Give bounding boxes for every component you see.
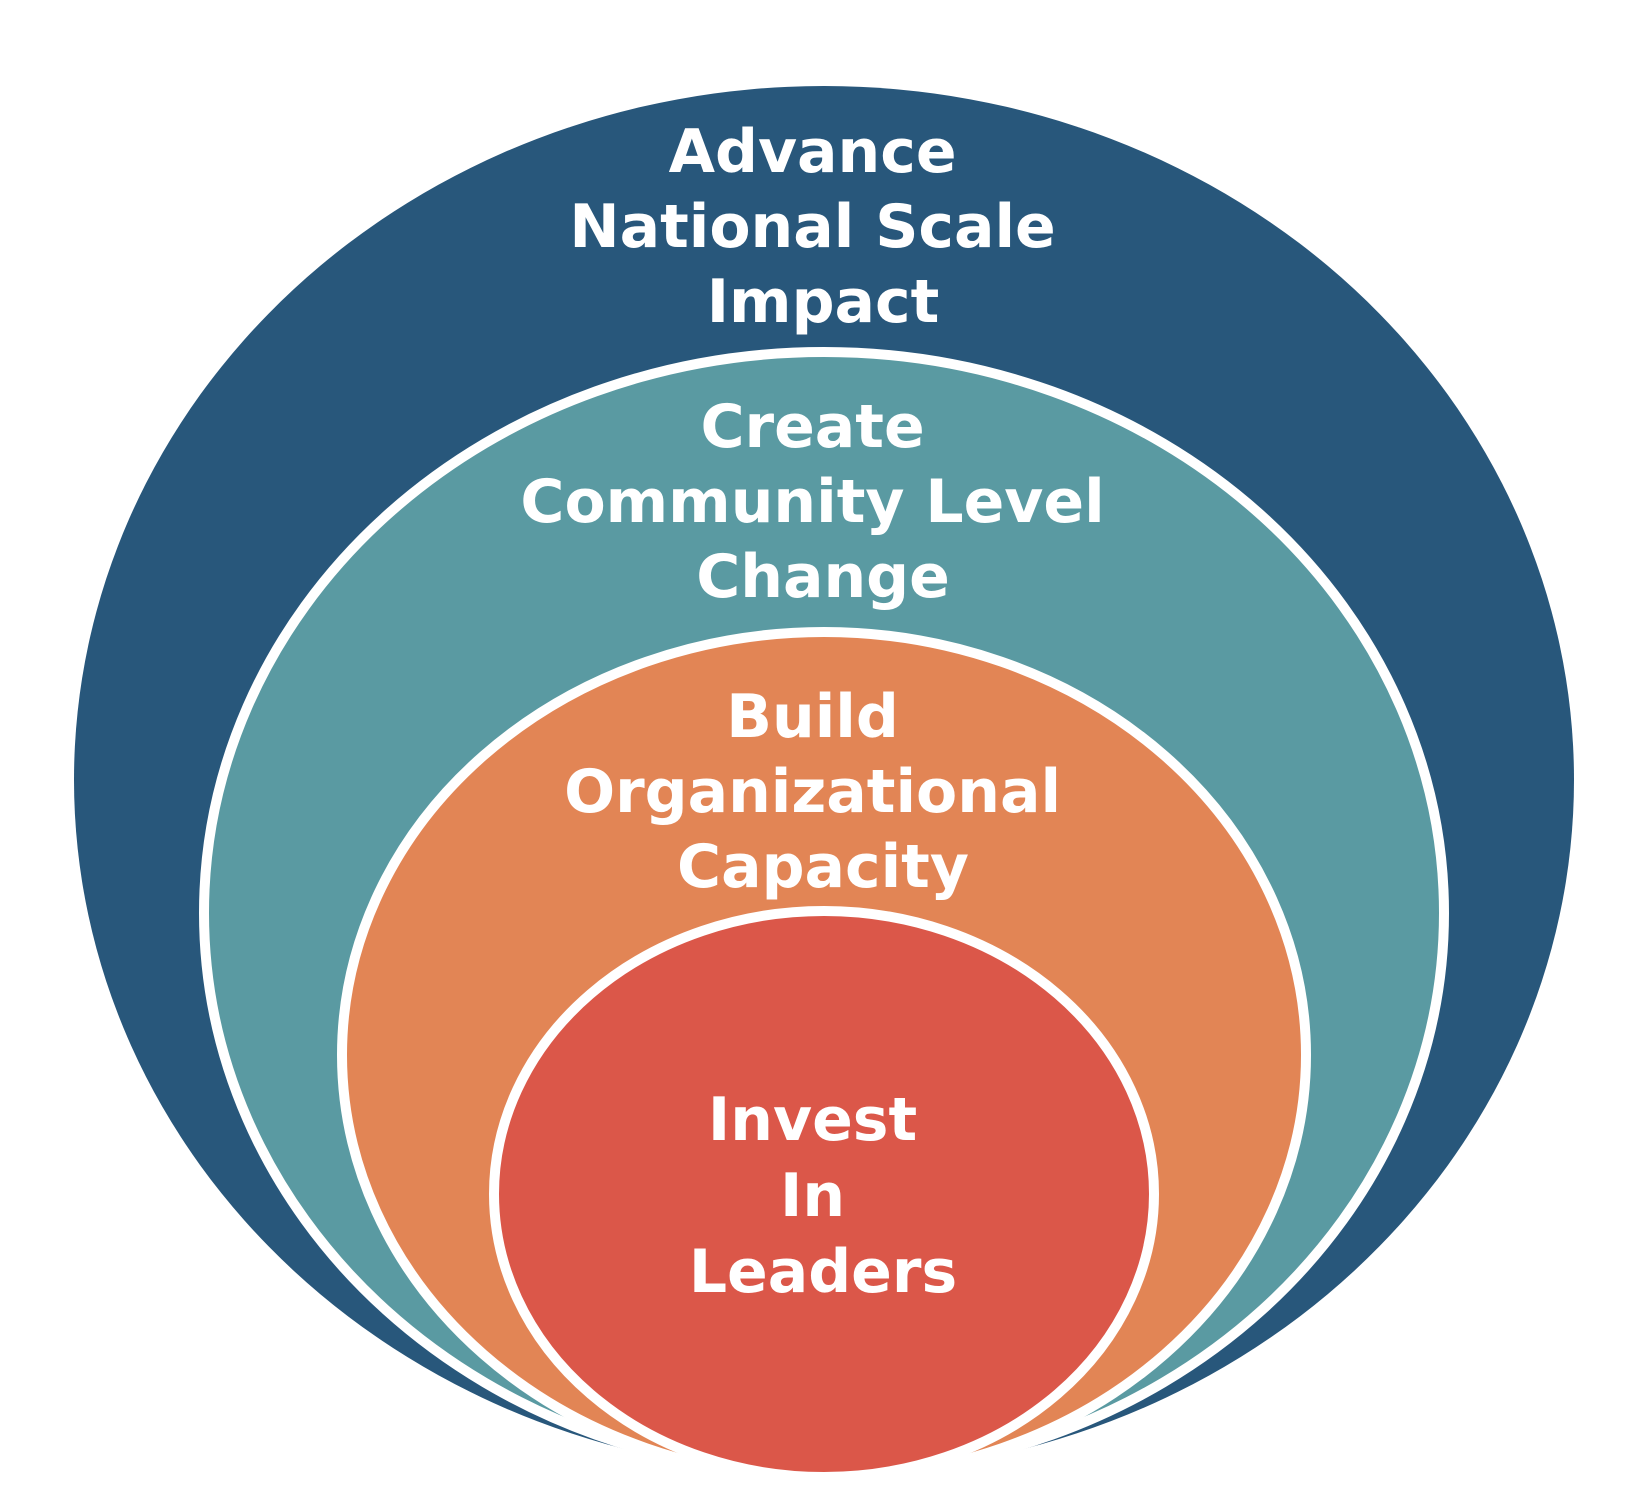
label-leaders-line-3: Leaders — [689, 1237, 957, 1307]
label-national-line-1: Advance — [669, 117, 957, 187]
label-national-line-2: National Scale — [569, 192, 1055, 262]
label-community-line-2: Community Level — [520, 467, 1104, 537]
label-national: Advance National Scale Impact — [569, 117, 1076, 337]
label-organization-line-2: Organizational — [564, 757, 1061, 827]
label-community-line-1: Create — [700, 392, 924, 462]
label-leaders-line-1: Invest — [708, 1085, 917, 1155]
label-community: Create Community Level Change — [520, 392, 1125, 612]
label-organization-line-1: Build — [726, 682, 899, 752]
label-organization-line-3: Capacity — [677, 832, 969, 902]
label-organization: Build Organizational Capacity — [564, 682, 1082, 902]
ring-leaders — [489, 906, 1159, 1482]
label-leaders: Invest In Leaders — [689, 1085, 957, 1307]
label-national-line-3: Impact — [707, 267, 940, 337]
label-community-line-3: Change — [696, 542, 950, 612]
label-leaders-line-2: In — [780, 1161, 845, 1231]
